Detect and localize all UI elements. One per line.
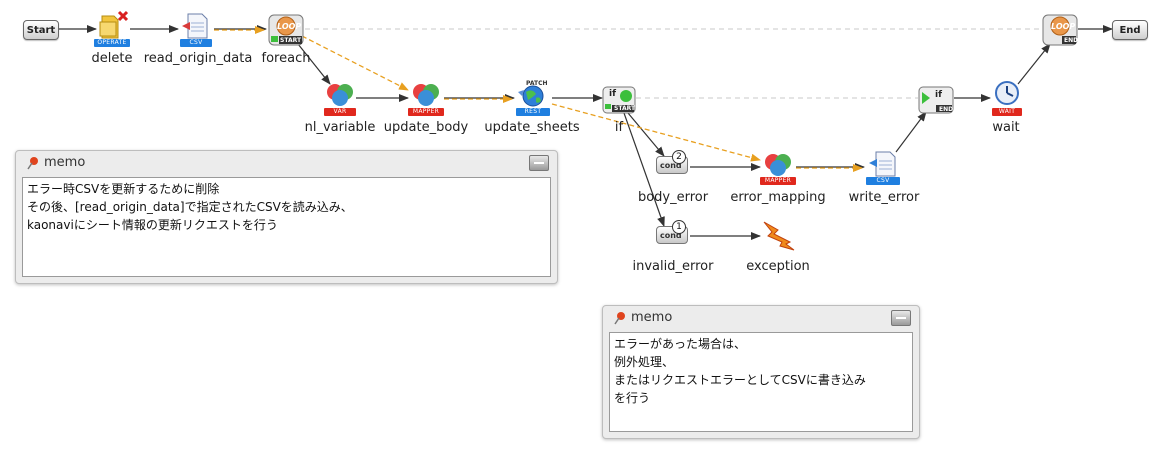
memo-panel-2[interactable]: memo エラーがあった場合は、 例外処理、 またはリクエストエラーとしてCSV… bbox=[602, 305, 920, 439]
edge-if-bodyerror bbox=[627, 112, 665, 157]
csv-tag: CSV bbox=[866, 177, 900, 185]
memo-text[interactable]: エラー時CSVを更新するために削除 その後、[read_origin_data]… bbox=[22, 177, 551, 277]
pin-icon bbox=[27, 157, 38, 170]
clock-icon bbox=[995, 81, 1019, 105]
memo-header[interactable]: memo bbox=[603, 306, 919, 330]
memo-line: その後、[read_origin_data]で指定されたCSVを読み込み、 bbox=[27, 200, 353, 214]
file-delete-icon bbox=[99, 10, 129, 39]
csv-tag: CSV bbox=[180, 39, 212, 47]
mapper-icon bbox=[765, 154, 791, 176]
memo-line: 例外処理、 bbox=[614, 355, 675, 369]
edge-foreach-nlvariable bbox=[297, 43, 331, 85]
memo-text[interactable]: エラーがあった場合は、 例外処理、 またはリクエストエラーとしてCSVに書き込み… bbox=[609, 332, 913, 432]
dataflow-foreach-updatebody bbox=[301, 35, 409, 91]
pin-icon bbox=[614, 312, 625, 325]
nl-variable-node[interactable]: VAR bbox=[322, 80, 358, 116]
memo-header[interactable]: memo bbox=[16, 151, 557, 175]
loop-start-icon bbox=[268, 14, 304, 46]
loop-end-text: LOOP bbox=[1051, 22, 1076, 31]
loop-end-node[interactable]: LOOP END bbox=[1042, 14, 1078, 46]
memo-panel-1[interactable]: memo エラー時CSVを更新するために削除 その後、[read_origin_… bbox=[15, 150, 558, 284]
error-mapping-label: error_mapping bbox=[730, 190, 826, 205]
foreach-label: foreach bbox=[261, 51, 311, 66]
end-sub-text: END bbox=[939, 106, 954, 113]
exception-node[interactable] bbox=[762, 220, 796, 252]
rest-tag: REST bbox=[516, 108, 550, 116]
end-node[interactable]: End bbox=[1112, 20, 1148, 40]
update-sheets-node[interactable]: PATCH REST bbox=[514, 80, 552, 116]
memo-title: memo bbox=[631, 310, 673, 325]
if-end-icon bbox=[918, 86, 954, 114]
memo-line: エラーがあった場合は、 bbox=[614, 337, 747, 351]
body-error-label: body_error bbox=[637, 190, 709, 205]
wait-label: wait bbox=[992, 120, 1020, 135]
error-mapping-node[interactable]: MAPPER bbox=[760, 150, 796, 186]
memo-title: memo bbox=[44, 155, 86, 170]
patch-top-tag: PATCH bbox=[526, 80, 548, 87]
memo-line: エラー時CSVを更新するために削除 bbox=[27, 182, 220, 196]
exception-bolt-icon bbox=[763, 221, 795, 251]
rest-globe-icon bbox=[518, 85, 544, 107]
variable-icon bbox=[327, 84, 353, 106]
write-error-label: write_error bbox=[848, 190, 920, 205]
cond-text: cond bbox=[660, 160, 682, 170]
dataflow-updatesheets-errormapping bbox=[551, 103, 761, 162]
memo-line: またはリクエストエラーとしてCSVに書き込み bbox=[614, 373, 866, 387]
wait-tag: WAIT bbox=[992, 108, 1022, 116]
memo-line: を行う bbox=[614, 391, 651, 405]
read-origin-data-node[interactable]: CSV bbox=[180, 10, 212, 48]
start-node[interactable]: Start bbox=[23, 20, 59, 40]
mapper-icon bbox=[413, 84, 439, 106]
wait-node[interactable]: WAIT bbox=[990, 80, 1024, 116]
delete-node[interactable]: OPERATE bbox=[94, 10, 130, 48]
if-text: if bbox=[609, 89, 617, 99]
exception-label: exception bbox=[746, 259, 810, 274]
read-origin-data-label: read_origin_data bbox=[143, 51, 253, 66]
update-sheets-label: update_sheets bbox=[484, 120, 580, 135]
if-start-node[interactable]: if START bbox=[602, 86, 636, 114]
edge-writeerror-ifend bbox=[895, 111, 927, 153]
start-sub-text: START bbox=[280, 37, 302, 44]
if-start-sub: START bbox=[614, 105, 636, 112]
update-body-node[interactable]: MAPPER bbox=[408, 80, 444, 116]
foreach-node[interactable]: LOOP START bbox=[268, 14, 304, 46]
edge-wait-loopend bbox=[1017, 43, 1051, 85]
memo-line: kaonaviにシート情報の更新リクエストを行う bbox=[27, 218, 278, 232]
delete-label: delete bbox=[91, 51, 133, 66]
write-error-node[interactable]: CSV bbox=[866, 150, 902, 186]
if-end-node[interactable]: if END bbox=[918, 86, 954, 114]
update-body-label: update_body bbox=[383, 120, 469, 135]
invalid-error-label: invalid_error bbox=[632, 259, 714, 274]
loop-end-icon bbox=[1042, 14, 1078, 46]
if-end-text: if bbox=[935, 90, 943, 100]
branch-order-badge: 1 bbox=[672, 220, 686, 234]
mapper-tag: MAPPER bbox=[408, 108, 444, 116]
branch-order-badge: 2 bbox=[672, 150, 686, 164]
invalid-error-node[interactable]: cond 1 bbox=[656, 220, 692, 248]
csv-icon bbox=[869, 151, 896, 177]
cond-text: cond bbox=[660, 230, 682, 240]
if-start-icon bbox=[602, 86, 636, 114]
loop-text: LOOP bbox=[277, 22, 302, 31]
csv-icon bbox=[182, 13, 208, 39]
nl-variable-label: nl_variable bbox=[304, 120, 376, 135]
minimize-button[interactable] bbox=[891, 310, 911, 326]
if-label: if bbox=[614, 120, 624, 135]
mapper-tag: MAPPER bbox=[760, 177, 796, 185]
operate-tag: OPERATE bbox=[94, 39, 130, 47]
minimize-button[interactable] bbox=[529, 155, 549, 171]
loop-end-sub: END bbox=[1064, 37, 1079, 44]
var-tag: VAR bbox=[324, 108, 356, 116]
body-error-node[interactable]: cond 2 bbox=[656, 150, 692, 178]
edge-if-invaliderror bbox=[623, 112, 665, 227]
